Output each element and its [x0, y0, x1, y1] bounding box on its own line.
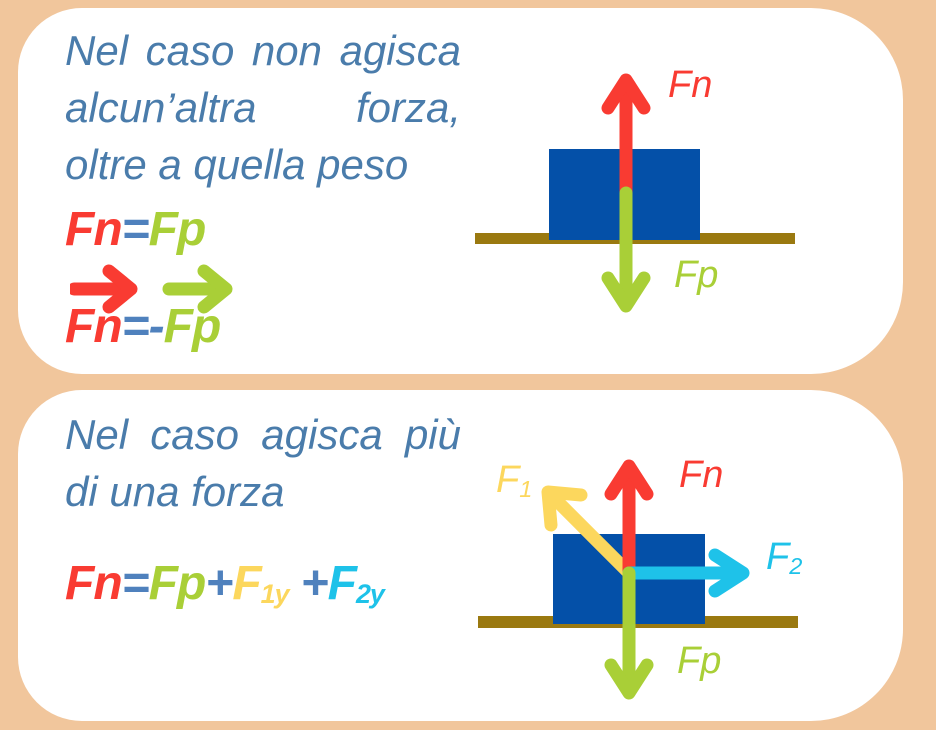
label-fp: Fp: [674, 254, 719, 296]
eq-term-f1y: F1y: [232, 557, 289, 610]
ground-line: [475, 233, 795, 244]
eq-plus-sign: +: [205, 557, 233, 610]
paragraph-multiple-forces: Nel caso agisca più di una forza: [65, 406, 461, 520]
eq-equals-sign: =: [121, 203, 150, 256]
eq-plus-sign: +: [300, 557, 329, 610]
label-fn: Fn: [679, 454, 724, 496]
block: [553, 534, 705, 624]
weight-force-arrow-icon: [604, 566, 654, 700]
equation-fn-equals-minus-fp: Fn=-Fp: [65, 300, 222, 353]
card-multiple-forces: Nel caso agisca più di una forza Fn=Fp+F…: [18, 390, 903, 721]
normal-force-arrow-icon: [604, 459, 654, 580]
eq-term-f2y: F2y: [327, 557, 385, 610]
eq-equals-sign: =: [121, 557, 150, 610]
ground-line: [478, 616, 798, 628]
normal-force-arrow-icon: [601, 73, 651, 200]
force2-arrow-icon: [622, 548, 750, 598]
label-f1: F1: [496, 459, 533, 503]
label-f2: F2: [766, 536, 803, 580]
eq-equals-minus-sign: =-: [121, 300, 165, 353]
paragraph-no-other-force: Nel caso non agisca alcun’altra forza, o…: [65, 22, 461, 193]
eq-term-fn: Fn: [65, 557, 123, 610]
paragraph-line: oltre a quella peso: [65, 141, 409, 188]
block: [549, 149, 700, 240]
force1-arrow-icon: [541, 485, 636, 580]
eq-term-fn: Fn: [65, 300, 123, 353]
paragraph-line: Nel caso non agisca: [65, 27, 461, 74]
card-single-force: Nel caso non agisca alcun’altra forza, o…: [18, 8, 903, 374]
equation-fn-equals-fp: Fn=Fp: [65, 203, 207, 256]
paragraph-line: alcun’altra forza,: [65, 84, 461, 131]
weight-force-arrow-icon: [601, 186, 651, 313]
eq-term-fp: Fp: [148, 203, 207, 256]
paragraph-line: di una forza: [65, 468, 285, 515]
label-fp: Fp: [677, 640, 722, 682]
eq-term-fp: Fp: [148, 557, 207, 610]
equation-fn-sum-of-forces: Fn=Fp+F1y+F2y: [65, 557, 385, 610]
eq-term-fn: Fn: [65, 203, 123, 256]
paragraph-line: Nel caso agisca più: [65, 411, 461, 458]
eq-term-fp: Fp: [163, 300, 222, 353]
label-fn: Fn: [668, 64, 713, 106]
